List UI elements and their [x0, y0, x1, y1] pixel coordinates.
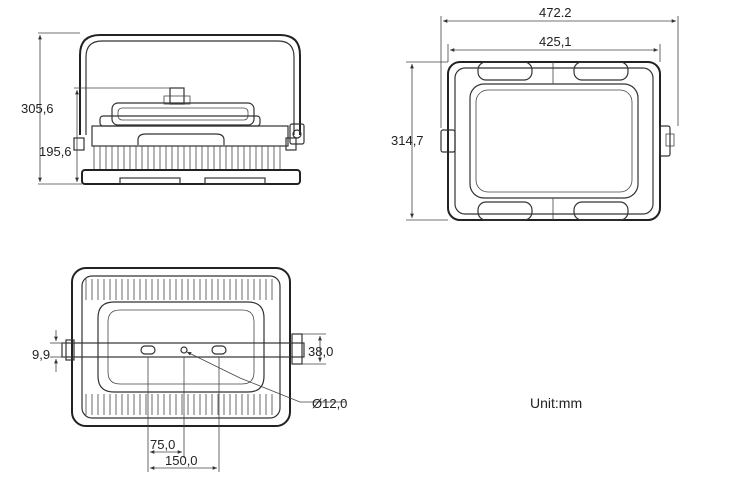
corner-tab: [477, 61, 533, 81]
lens-window: [469, 83, 639, 199]
dim-hole-diameter: Ø12,0: [312, 396, 347, 411]
mounting-slot: [140, 345, 156, 355]
dim-height: 314,7: [391, 133, 424, 148]
dim-spacing-full: 150,0: [165, 453, 198, 468]
rear-fins: [85, 279, 273, 415]
heatsink-fins: [93, 146, 281, 170]
dim-spacing-half: 75,0: [150, 437, 175, 452]
bottom-view: 9,9 38,0 Ø12,0 75,0 150,0: [32, 267, 347, 472]
side-body-base: [81, 169, 301, 185]
dim-width-body: 425,1: [539, 34, 572, 49]
dim-height-total: 305,6: [21, 101, 54, 116]
mounting-hole: [180, 346, 188, 354]
dim-height-body: 195,6: [39, 144, 72, 159]
mounting-bar: [61, 342, 305, 358]
driver-housing: [111, 102, 255, 126]
side-body-top: [91, 125, 289, 147]
front-housing: [447, 61, 661, 221]
front-view: 472.2 425,1 314,7: [391, 5, 679, 221]
pivot-knob: [289, 123, 305, 145]
unit-label: Unit:mm: [530, 395, 582, 411]
side-mount-left: [440, 129, 456, 153]
handle-bracket: [79, 34, 301, 135]
dim-offset-left: 9,9: [32, 347, 50, 362]
inner-frame: [97, 301, 265, 393]
rear-housing: [71, 267, 291, 427]
side-mount-right: [659, 125, 671, 157]
leader-hole-diameter: [186, 351, 346, 403]
dim-bracket-height: 38,0: [308, 344, 333, 359]
dim-width-overall: 472.2: [539, 5, 572, 20]
side-view: 305,6 195,6: [21, 32, 305, 185]
